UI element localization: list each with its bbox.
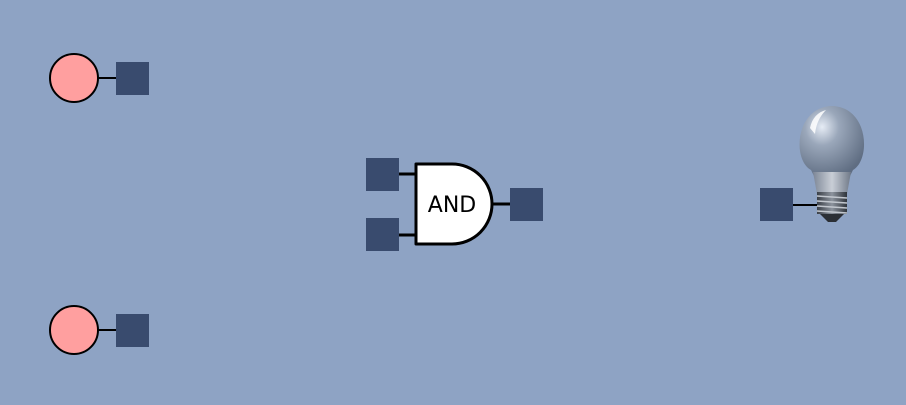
input-b-toggle[interactable] xyxy=(49,305,99,355)
light-bulb-icon xyxy=(799,106,865,222)
output-light-bulb[interactable] xyxy=(760,106,865,222)
gate-output-port[interactable] xyxy=(510,188,543,221)
gate-label: AND xyxy=(428,193,476,218)
and-gate-body[interactable] xyxy=(414,162,494,246)
bulb-input-port[interactable] xyxy=(760,188,793,221)
input-b-output-port[interactable] xyxy=(116,314,149,347)
input-a-output-port[interactable] xyxy=(116,62,149,95)
input-a-toggle[interactable] xyxy=(49,53,99,103)
input-switch-b[interactable] xyxy=(49,305,149,355)
gate-input-port-2[interactable] xyxy=(366,218,399,251)
and-gate[interactable]: AND xyxy=(366,158,543,251)
gate-input-port-1[interactable] xyxy=(366,158,399,191)
input-switch-a[interactable] xyxy=(49,53,149,103)
